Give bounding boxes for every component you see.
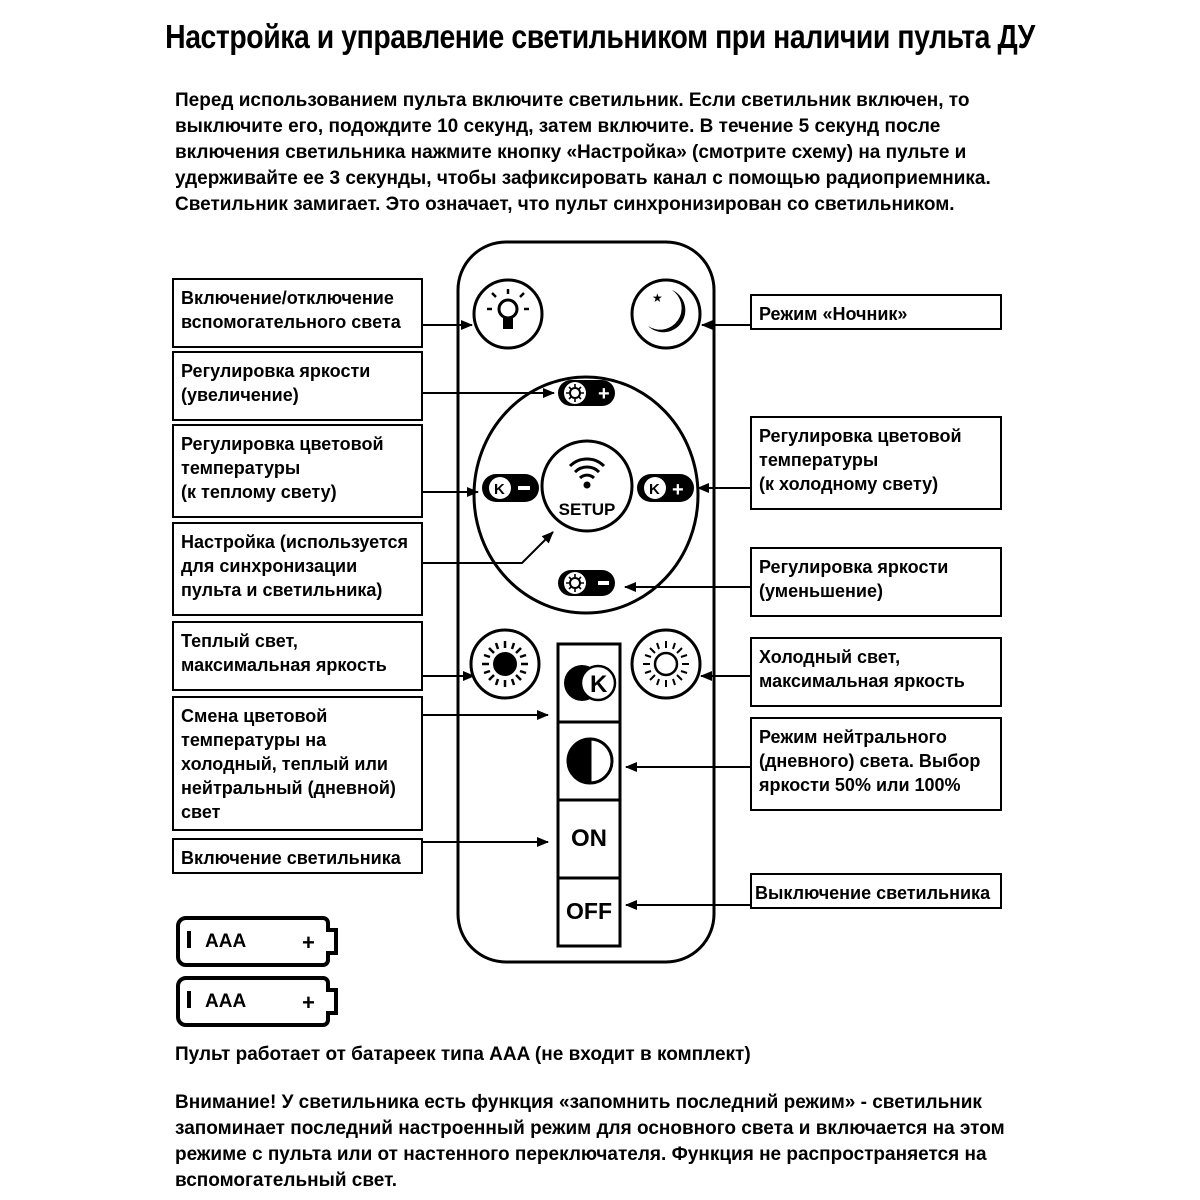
temp-cycle-button[interactable]: K (560, 646, 618, 720)
neutral-button[interactable] (566, 737, 614, 785)
warning-paragraph: Внимание! У светильника есть функция «за… (175, 1092, 1005, 1191)
battery-1: AAA + (176, 916, 338, 967)
label-setup: Настройка (используется для синхронизаци… (172, 522, 423, 616)
label-power-off: Выключение светильника (750, 873, 1002, 909)
label-text: Включение/отключение вспомогательного св… (181, 288, 401, 332)
battery-type: AAA (205, 931, 246, 952)
off-button[interactable]: OFF (566, 898, 612, 924)
kelvin-icon: K (494, 481, 505, 498)
label-power-on: Включение светильника (172, 838, 423, 874)
label-temp-cycle: Смена цветовой температуры на холодный, … (172, 696, 423, 831)
kelvin-cycle-icon: K (564, 664, 617, 702)
minus-sign (598, 581, 609, 585)
sun-icon (566, 574, 584, 592)
kelvin-icon: K (649, 481, 660, 498)
label-text: Выключение светильника (755, 883, 991, 903)
label-text: Включение светильника (181, 848, 401, 868)
label-text: Регулировка яркости (увеличение) (181, 361, 371, 405)
remote-body (456, 240, 716, 964)
sun-filled-icon (482, 641, 528, 687)
label-cold-max: Холодный свет, максимальная яркость (750, 637, 1002, 707)
minus-sign (518, 486, 530, 490)
brightness-up-button[interactable]: + (558, 380, 615, 406)
battery-2: AAA + (176, 976, 338, 1027)
battery-plus: + (302, 990, 315, 1015)
intro-paragraph: Перед использованием пульта включите све… (175, 90, 991, 215)
battery-plus: + (302, 930, 315, 955)
moon-icon: ★ (648, 290, 686, 333)
on-label: ON (571, 825, 607, 852)
wifi-icon (568, 457, 606, 489)
half-circle-icon (566, 737, 614, 785)
label-text: Регулировка цветовой температуры (к тепл… (181, 434, 384, 502)
sun-icon (566, 384, 584, 402)
night-mode-button[interactable]: ★ (630, 278, 702, 350)
plus-sign: + (672, 479, 684, 501)
label-text: Смена цветовой температуры на холодный, … (181, 706, 396, 822)
setup-button[interactable]: SETUP (540, 439, 634, 533)
warm-max-button[interactable] (469, 628, 541, 700)
sun-outline-icon (643, 641, 689, 687)
aux-light-button[interactable] (472, 278, 544, 350)
callout-arrows (423, 320, 750, 910)
bulb-icon (487, 289, 529, 329)
temp-cold-button[interactable]: K + (637, 474, 694, 502)
label-text: Настройка (используется для синхронизаци… (181, 532, 409, 600)
setup-label: SETUP (559, 500, 616, 519)
label-text: Режим «Ночник» (759, 304, 908, 324)
label-brightness-down: Регулировка яркости (уменьшение) (750, 547, 1002, 617)
battery-type: AAA (205, 991, 246, 1012)
off-label: OFF (566, 898, 612, 924)
label-text: Холодный свет, максимальная яркость (759, 647, 965, 691)
label-temp-cold: Регулировка цветовой температуры (к холо… (750, 416, 1002, 510)
label-aux-light: Включение/отключение вспомогательного св… (172, 278, 423, 348)
page-title: Настройка и управление светильником при … (165, 18, 1035, 55)
label-neutral: Режим нейтрального (дневного) света. Выб… (750, 717, 1002, 811)
kelvin-glyph: K (590, 671, 608, 698)
plus-sign: + (598, 383, 610, 405)
button-column (556, 642, 622, 948)
label-night-mode: Режим «Ночник» (750, 294, 1002, 330)
label-warm-max: Теплый свет, максимальная яркость (172, 621, 423, 691)
battery-note: Пульт работает от батареек типа AAA (не … (175, 1044, 751, 1065)
label-text: Теплый свет, максимальная яркость (181, 631, 387, 675)
label-brightness-up: Регулировка яркости (увеличение) (172, 351, 423, 421)
temp-warm-button[interactable]: K (482, 474, 539, 502)
label-temp-warm: Регулировка цветовой температуры (к тепл… (172, 424, 423, 518)
label-text: Режим нейтрального (дневного) света. Выб… (759, 727, 981, 795)
svg-text:★: ★ (652, 291, 663, 305)
cold-max-button[interactable] (630, 628, 702, 700)
label-text: Регулировка цветовой температуры (к холо… (759, 426, 962, 494)
label-text: Регулировка яркости (уменьшение) (759, 557, 949, 601)
on-button[interactable]: ON (571, 825, 607, 852)
brightness-down-button[interactable] (558, 570, 615, 596)
